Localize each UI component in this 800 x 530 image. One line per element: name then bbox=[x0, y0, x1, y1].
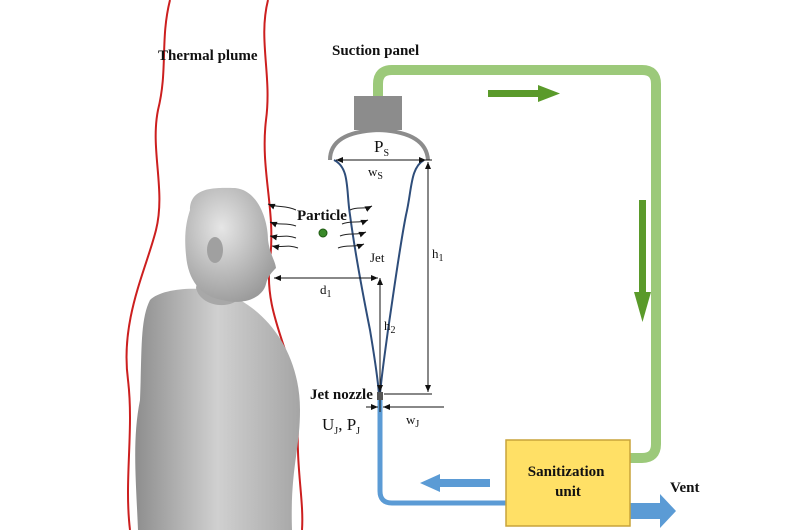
particle-label: Particle bbox=[297, 208, 347, 224]
wj-symbol: wJ bbox=[406, 412, 419, 430]
ps-symbol: PS bbox=[374, 137, 389, 159]
plume-left-line bbox=[125, 0, 171, 530]
ws-symbol: wS bbox=[368, 164, 383, 182]
h1-symbol: h1 bbox=[432, 246, 444, 264]
jet-nozzle bbox=[377, 392, 383, 400]
blue-flow-arrow-left bbox=[420, 474, 490, 492]
sanitization-unit-box bbox=[505, 439, 631, 527]
particle-airflow-lines bbox=[267, 203, 373, 251]
suction-hood bbox=[328, 127, 430, 161]
jet-outline-right bbox=[379, 159, 425, 396]
thermal-plume-label: Thermal plume bbox=[158, 48, 258, 64]
vent-arrow bbox=[630, 494, 676, 528]
suction-panel-label: Suction panel bbox=[332, 43, 419, 59]
d1-symbol: d1 bbox=[320, 282, 332, 300]
sanitization-unit-label: Sanitization unit bbox=[528, 464, 608, 500]
blue-supply-duct bbox=[377, 398, 506, 506]
uj-pj-symbols: UJ, PJ bbox=[322, 415, 360, 437]
green-return-duct bbox=[373, 65, 661, 463]
particle-dot bbox=[318, 228, 328, 238]
h2-symbol: h2 bbox=[384, 318, 396, 336]
green-flow-arrow-right bbox=[488, 85, 560, 102]
vent-label: Vent bbox=[670, 480, 699, 496]
green-flow-arrow-down bbox=[634, 200, 651, 322]
person-figure bbox=[135, 187, 300, 530]
jet-outline-left bbox=[333, 159, 380, 396]
jet-nozzle-label: Jet nozzle bbox=[310, 387, 373, 403]
jet-label: Jet bbox=[370, 250, 385, 265]
suction-panel-box bbox=[354, 96, 402, 130]
